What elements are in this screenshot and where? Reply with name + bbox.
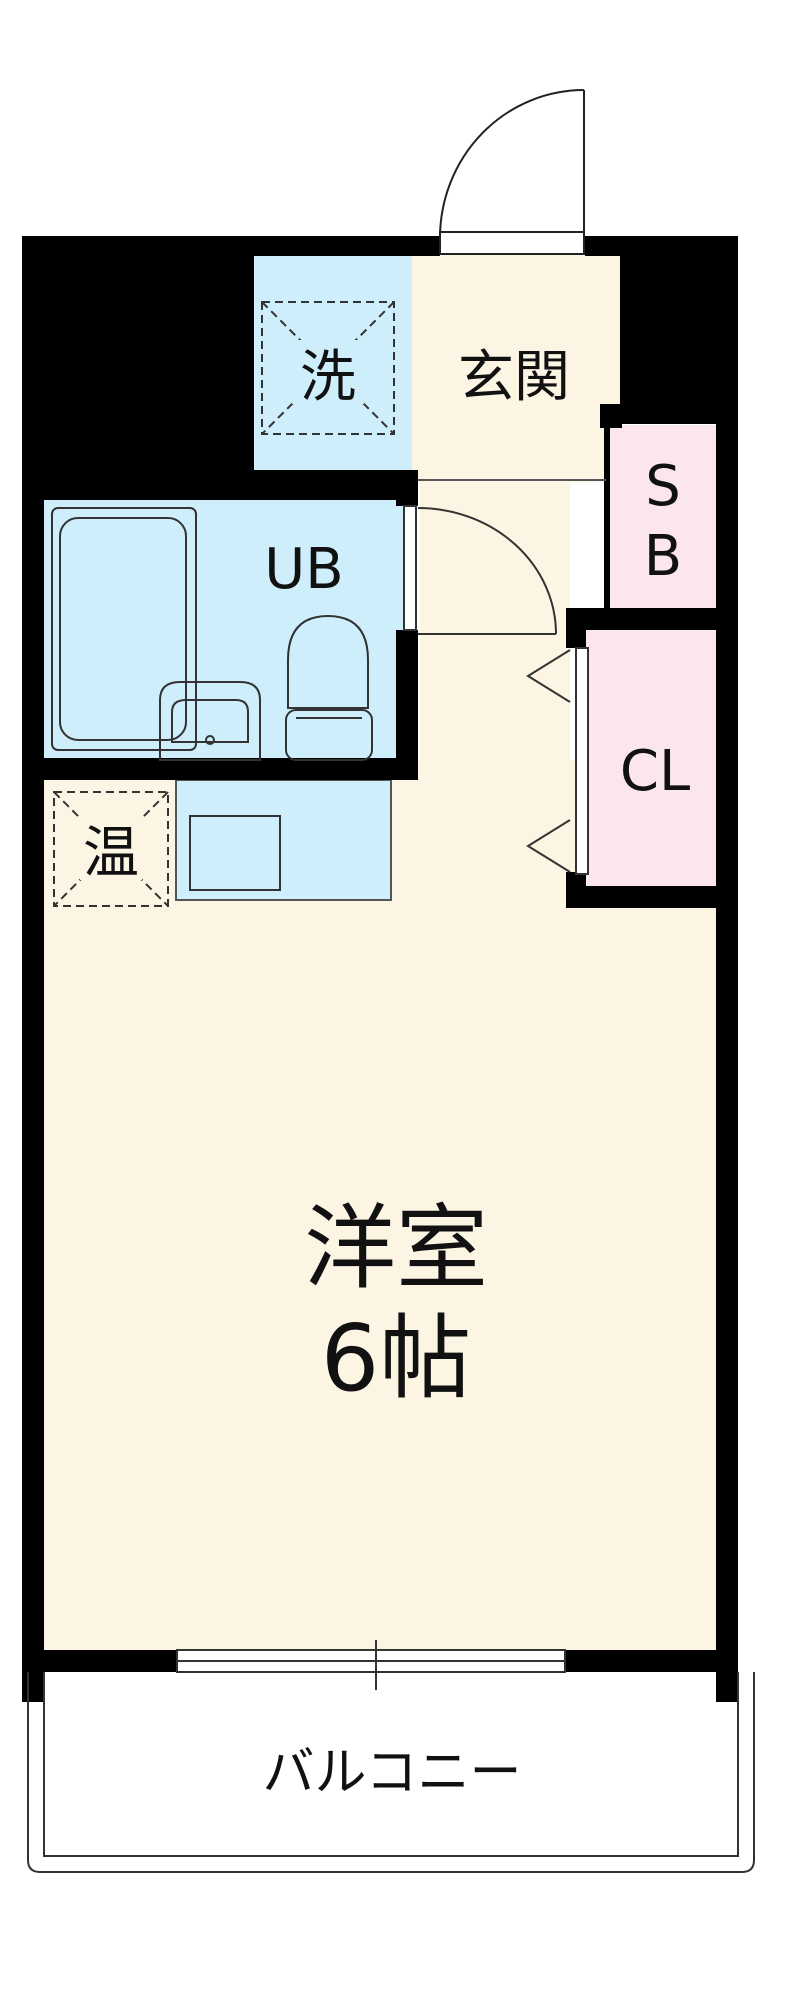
sliding-window-icon (176, 1640, 566, 1690)
folding-door-icon (526, 647, 589, 875)
balcony-label: バルコニー (263, 1743, 522, 1803)
kitchen-counter (175, 779, 392, 901)
storage-sb-floor (606, 425, 716, 610)
storage-s-label: S (645, 454, 681, 519)
closet-label: CL (620, 739, 690, 804)
hall-floor (420, 482, 570, 782)
room-size-label: 6帖 (321, 1305, 472, 1412)
bath-door-swing (403, 505, 557, 635)
closet-floor (584, 630, 716, 888)
water-heater-label: 温 (83, 821, 139, 886)
kitchen-sink-icon (189, 815, 281, 891)
door-swing-icon (439, 89, 585, 255)
entrance-label: 玄関 (458, 345, 570, 410)
balcony-outline (27, 1672, 755, 1873)
toilet-icon (285, 614, 373, 761)
bath-label: UB (264, 537, 343, 602)
heater-label-bg (80, 818, 142, 880)
washer-label: 洗 (300, 345, 356, 410)
bath-floor (44, 500, 414, 758)
walls (22, 236, 738, 1702)
western-room-floor (44, 760, 718, 1650)
western-room-label: 洋室 (304, 1195, 488, 1302)
storage-b-label: B (644, 524, 682, 589)
bathtub-icon (51, 507, 197, 751)
washer-label-bg (292, 340, 364, 404)
entrance-floor (412, 254, 620, 482)
washbasin-icon (159, 681, 261, 761)
